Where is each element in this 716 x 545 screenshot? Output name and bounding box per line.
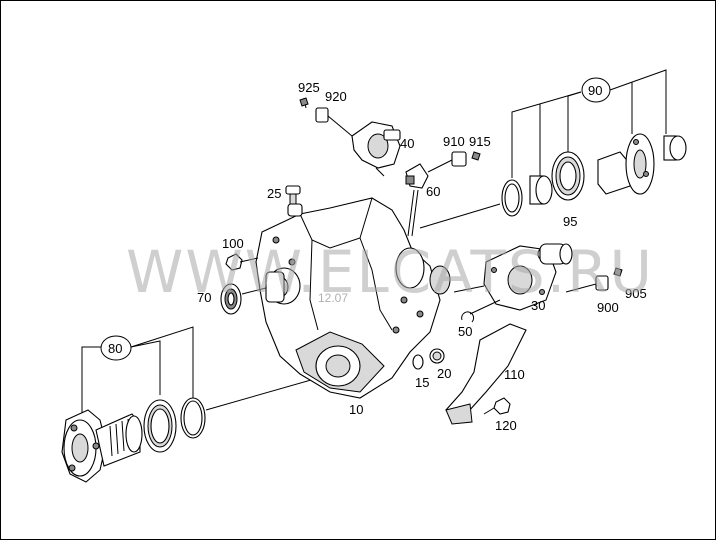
callout-label-110: 110 <box>504 367 525 382</box>
callout-group-80: 80 <box>81 326 194 426</box>
rear-shaft-seal <box>143 399 177 453</box>
pin-910-915: 910 915 <box>427 134 491 173</box>
callout-label-120: 120 <box>495 418 517 433</box>
pin-925-920: 925 920 <box>298 80 353 137</box>
callout-label-95: 95 <box>563 214 577 229</box>
leader-rear-to-housing <box>205 377 319 411</box>
callout-label-90: 90 <box>588 83 602 98</box>
callout-group-90: 90 <box>511 69 667 180</box>
connector-clip-60: 60 <box>405 163 440 237</box>
callout-label-15: 15 <box>415 375 429 390</box>
flange-seal-95: 95 <box>551 151 585 229</box>
front-spacer <box>529 175 553 205</box>
callout-label-30: 30 <box>531 298 545 313</box>
callout-label-905: 905 <box>625 286 647 301</box>
screw-plug-20: 20 <box>429 348 451 381</box>
seal-ring-15: 15 <box>412 354 429 390</box>
callout-label-80: 80 <box>108 341 122 356</box>
front-output-flange <box>597 133 655 195</box>
rear-o-ring <box>180 397 206 439</box>
front-o-ring <box>501 179 523 217</box>
callout-label-10: 10 <box>349 402 363 417</box>
circlip-50: 50 <box>458 311 475 339</box>
bolt-120: 120 <box>483 397 517 433</box>
shaft-seal-70: 70 <box>197 283 267 315</box>
callout-label-70: 70 <box>197 290 211 305</box>
callout-label-25: 25 <box>267 186 281 201</box>
callout-label-920: 920 <box>325 89 347 104</box>
callout-label-20: 20 <box>437 366 451 381</box>
callout-label-100: 100 <box>222 236 244 251</box>
rear-output-flange <box>61 409 143 483</box>
callout-label-50: 50 <box>458 324 472 339</box>
bracket-110: 110 <box>445 323 527 425</box>
callout-label-925: 925 <box>298 80 320 95</box>
breather-valve: 25 <box>267 185 301 205</box>
sensor-40: 40 <box>351 121 414 177</box>
bolt-100: 100 <box>222 236 259 271</box>
transfer-case-housing: 10 <box>255 197 451 417</box>
front-cap <box>663 135 687 161</box>
actuator-motor-30: 30 <box>453 243 573 315</box>
rivet-900-pin-905: 900 905 <box>565 267 647 315</box>
watermark: WWW.ELCATS.RU 12.07 <box>126 238 654 306</box>
callout-label-60: 60 <box>426 184 440 199</box>
leader-front-to-housing <box>419 203 501 229</box>
callout-label-40: 40 <box>400 136 414 151</box>
watermark-text: WWW.ELCATS.RU <box>126 238 654 306</box>
watermark-date: 12.07 <box>318 291 348 305</box>
callout-label-910: 910 <box>443 134 465 149</box>
callout-label-900: 900 <box>597 300 619 315</box>
callout-label-915: 915 <box>469 134 491 149</box>
